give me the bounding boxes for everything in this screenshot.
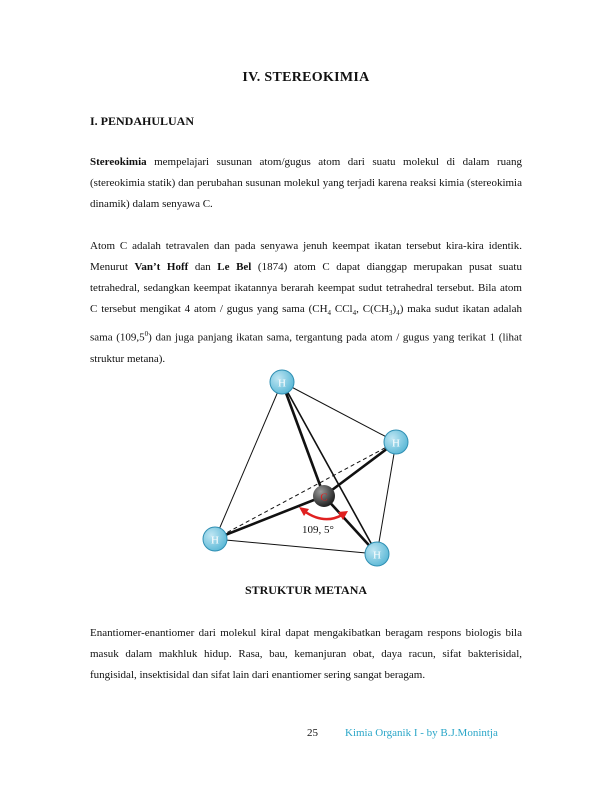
paragraph-text: (1874) atom C dapat dianggap merupakan p… [90, 261, 522, 315]
hydrogen-atom: H [202, 526, 228, 552]
paragraph-text: CCl [331, 303, 353, 315]
methane-tetrahedron-diagram: C H H H H 109, 5° [202, 369, 409, 567]
paragraph-text: ) dan juga panjang ikatan sama, tergantu… [90, 331, 522, 365]
carbon-label: C [320, 492, 327, 504]
term-stereokimia: Stereokimia [90, 156, 147, 168]
paragraph-text: dan [188, 261, 218, 273]
footer-book-title: Kimia Organik I - by B.J.Monintja [345, 727, 498, 739]
paragraph-text: mempelajari susunan atom/gugus atom dari… [90, 156, 522, 210]
superscript: 0 [144, 330, 149, 339]
subscript: 4 [352, 309, 357, 318]
edge [376, 441, 397, 555]
paragraph-stereokimia: Stereokimia mempelajari susunan atom/gug… [90, 152, 522, 215]
edge [281, 381, 378, 555]
bond-angle-arc [303, 509, 343, 521]
edge [214, 381, 283, 540]
bond [280, 381, 326, 497]
edge [281, 381, 397, 443]
hydrogen-label: H [211, 535, 219, 547]
hydrogen-atom: H [383, 429, 409, 455]
arc-arrowhead [338, 511, 348, 520]
paragraph-text: ) maka sudut ikatan adalah sama (109,5 [90, 303, 523, 344]
arc-arrowhead [299, 507, 309, 516]
page-number: 25 [307, 727, 318, 739]
paragraph-text: ) [392, 303, 397, 315]
paragraph-text: Atom C adalah tetravalen dan pada senyaw… [90, 240, 522, 273]
paragraph-text: , C(CH [356, 303, 390, 315]
name-le-bel: Le Bel [217, 261, 252, 273]
edge [214, 538, 378, 555]
bond [323, 440, 397, 498]
hydrogen-label: H [392, 438, 400, 450]
edge-hidden [214, 441, 397, 540]
figure-caption: STRUKTUR METANA [244, 583, 368, 597]
bond [214, 494, 325, 541]
carbon-atom [313, 485, 335, 507]
subscript: 3 [389, 309, 393, 318]
bond [323, 495, 378, 555]
chapter-title: IV. STEREOKIMIA [242, 70, 370, 85]
paragraph-tetravalen: Atom C adalah tetravalen dan pada senyaw… [90, 236, 522, 370]
paragraph-enantiomer: Enantiomer-enantiomer dari molekul kiral… [90, 627, 522, 681]
hydrogen-atom: H [269, 369, 295, 395]
hydrogen-label: H [278, 378, 286, 390]
hydrogen-label: H [373, 550, 381, 562]
section-title: I. PENDAHULUAN [90, 114, 195, 128]
subscript: 4 [396, 309, 400, 318]
name-vant-hoff: Van’t Hoff [134, 261, 189, 273]
hydrogen-atom: H [364, 541, 390, 567]
bond-angle-label: 109, 5° [302, 524, 334, 536]
subscript: 4 [327, 309, 332, 318]
